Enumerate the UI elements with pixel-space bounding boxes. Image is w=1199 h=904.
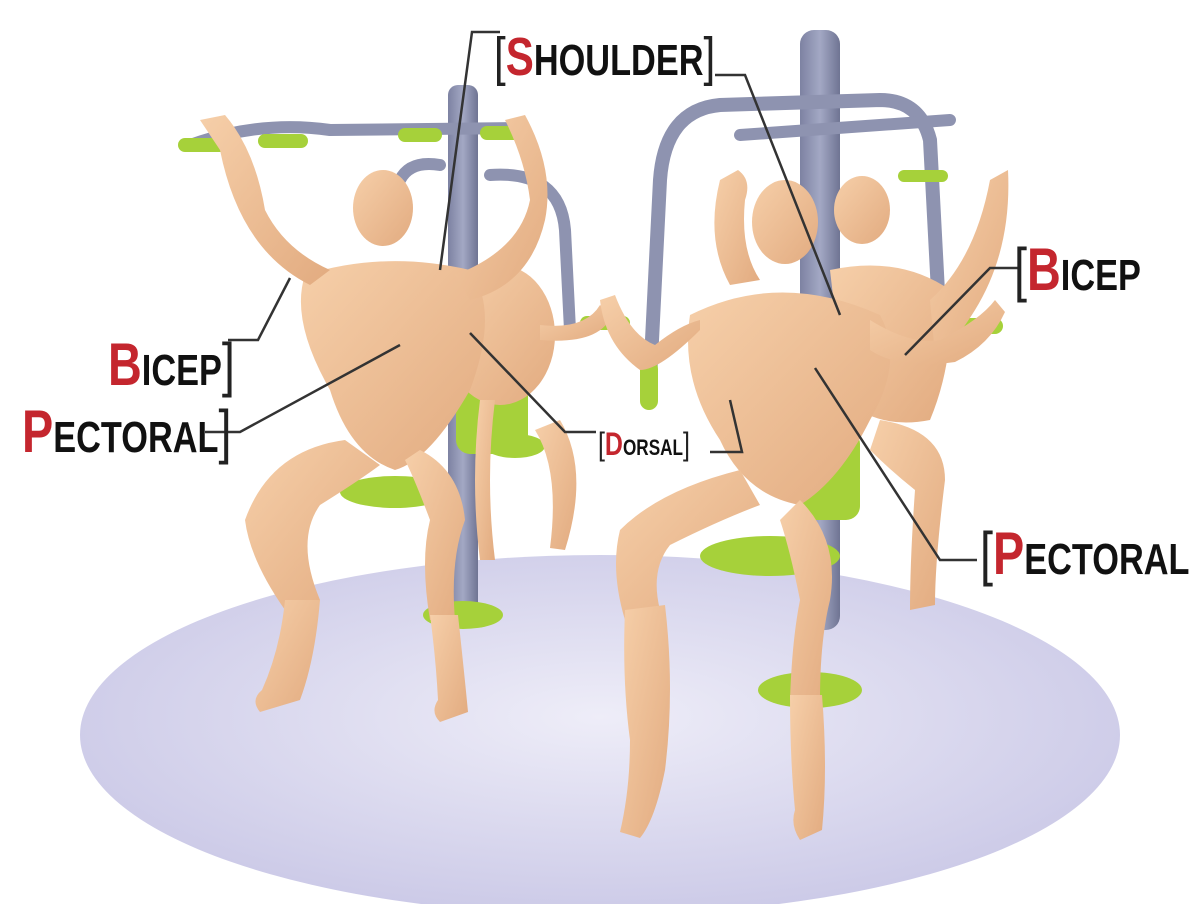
label-dorsal-initial: D (605, 426, 623, 462)
label-shoulder-initial: S (506, 27, 534, 87)
label-pectoral-left-rest: ECTORAL (53, 413, 218, 462)
right-grip-4 (898, 170, 948, 182)
right-figure-torso (688, 293, 890, 506)
label-bicep-left-rest: ICEP (142, 346, 222, 395)
label-pectoral-right-initial: P (993, 520, 1024, 587)
right-figure-shin-right (790, 695, 825, 840)
left-figure-head (353, 170, 413, 246)
label-pectoral-left: PECTORAL] (22, 402, 231, 462)
label-pectoral-right-rest: ECTORAL (1024, 535, 1189, 584)
label-dorsal: [DORSAL] (598, 428, 690, 460)
floor-platform (80, 555, 1120, 904)
left-seat-back (485, 434, 545, 458)
left-grip-3 (398, 128, 442, 142)
label-shoulder-rest: HOULDER (534, 36, 704, 85)
label-bicep-right-initial: B (1027, 236, 1061, 303)
label-dorsal-rest: ORSAL (623, 435, 683, 460)
leader-bicep-left (228, 278, 290, 340)
label-pectoral-left-initial: P (22, 398, 53, 465)
label-bicep-right-rest: ICEP (1061, 251, 1141, 300)
left-grip-2 (258, 134, 308, 148)
right-machine-cross-bar (740, 120, 950, 135)
right-figure-head (752, 180, 818, 264)
label-pectoral-right: [PECTORAL (980, 524, 1189, 584)
label-bicep-right: [BICEP (1014, 240, 1141, 300)
label-bicep-left: BICEP] (108, 335, 235, 395)
label-bicep-left-initial: B (108, 331, 142, 398)
label-shoulder: [SHOULDER] (494, 30, 715, 84)
